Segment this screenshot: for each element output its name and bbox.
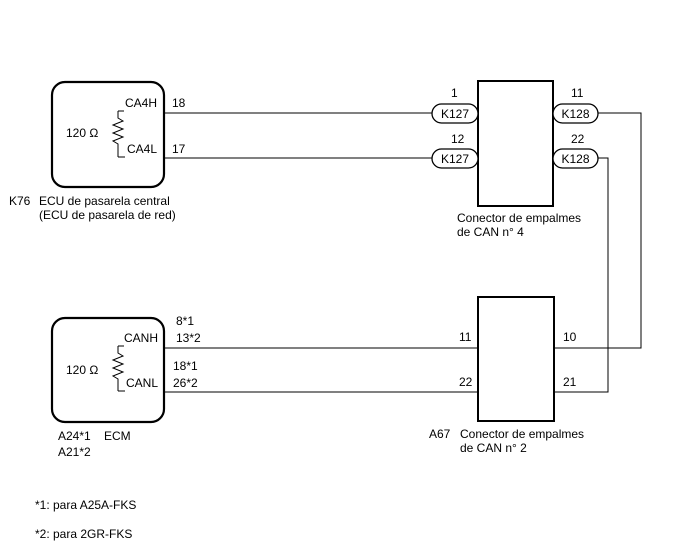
junction2-pin-left-top: 11 [459, 330, 472, 344]
gateway-pin-high-num: 18 [172, 96, 186, 110]
gateway-pin-low-label: CA4L [127, 142, 157, 156]
junction-connector-4: K127 K127 K128 K128 1 12 11 22 Conector … [431, 80, 599, 239]
junction-connector-2: 11 22 10 21 A67 Conector de empalmes de … [429, 296, 584, 455]
junction4-pin-right-top: 11 [571, 86, 584, 100]
junction2-name-line2: de CAN n° 2 [460, 441, 527, 455]
junction4-conn-left-top [431, 103, 479, 124]
ecm-resistor-label: 120 Ω [66, 363, 98, 377]
gateway-id: K76 [9, 194, 31, 208]
wires [164, 112, 642, 393]
junction4-pin-left-top: 1 [451, 86, 458, 100]
gateway-name-line1: ECU de pasarela central [39, 194, 170, 208]
ecm-pin-high-num1: 8*1 [176, 314, 194, 328]
ecm-id-line1: A24*1 [58, 429, 91, 443]
junction2-box [477, 296, 555, 422]
junction4-name-line1: Conector de empalmes [457, 211, 581, 225]
junction4-conn-right-top [552, 103, 599, 124]
gateway-ecu: CA4H CA4L 120 Ω 18 17 K76 ECU de pasarel… [9, 80, 186, 222]
ecm-pin-low-label: CANL [126, 376, 158, 390]
junction4-conn-right-top-label: K128 [561, 107, 589, 121]
junction4-conn-left-bottom [431, 148, 479, 169]
junction2-pin-left-bottom: 22 [459, 375, 473, 389]
junction4-name-line2: de CAN n° 4 [457, 225, 524, 239]
ecm-resistor-icon [111, 345, 125, 392]
junction4-conn-left-bottom-label: K127 [441, 152, 469, 166]
junction2-pin-right-bottom: 21 [563, 375, 577, 389]
gateway-ecu-box [50, 80, 166, 189]
ecm-name: ECM [104, 429, 131, 443]
junction4-conn-left-top-label: K127 [441, 107, 469, 121]
gateway-resistor-label: 120 Ω [66, 126, 98, 140]
wire-k128-bottom-loop [164, 157, 609, 393]
ecm-box [50, 316, 166, 424]
junction2-id: A67 [429, 427, 451, 441]
junction4-pin-right-bottom: 22 [571, 132, 585, 146]
ecm-id-line2: A21*2 [58, 445, 91, 459]
junction4-conn-right-bottom [552, 148, 599, 169]
footnotes: *1: para A25A-FKS *2: para 2GR-FKS [35, 498, 136, 541]
gateway-name-line2: (ECU de pasarela de red) [39, 208, 176, 222]
gateway-pin-low-num: 17 [172, 142, 186, 156]
ecm-pin-low-num1: 18*1 [173, 359, 198, 373]
junction4-conn-right-bottom-label: K128 [561, 152, 589, 166]
footnote-1: *1: para A25A-FKS [35, 498, 136, 512]
ecm-pin-high-num2: 13*2 [176, 331, 201, 345]
junction4-pin-left-bottom: 12 [451, 132, 465, 146]
gateway-resistor-icon [111, 110, 125, 158]
junction2-pin-right-top: 10 [563, 330, 577, 344]
ecm-pin-low-num2: 26*2 [173, 376, 198, 390]
junction4-box [477, 80, 554, 207]
junction2-name-line1: Conector de empalmes [460, 427, 584, 441]
wire-k128-top-loop [164, 112, 642, 349]
gateway-pin-high-label: CA4H [125, 96, 157, 110]
ecm-pin-high-label: CANH [124, 331, 158, 345]
ecm: CANH CANL 120 Ω 8*1 13*2 18*1 26*2 A24*1… [50, 314, 201, 459]
footnote-2: *2: para 2GR-FKS [35, 527, 132, 541]
